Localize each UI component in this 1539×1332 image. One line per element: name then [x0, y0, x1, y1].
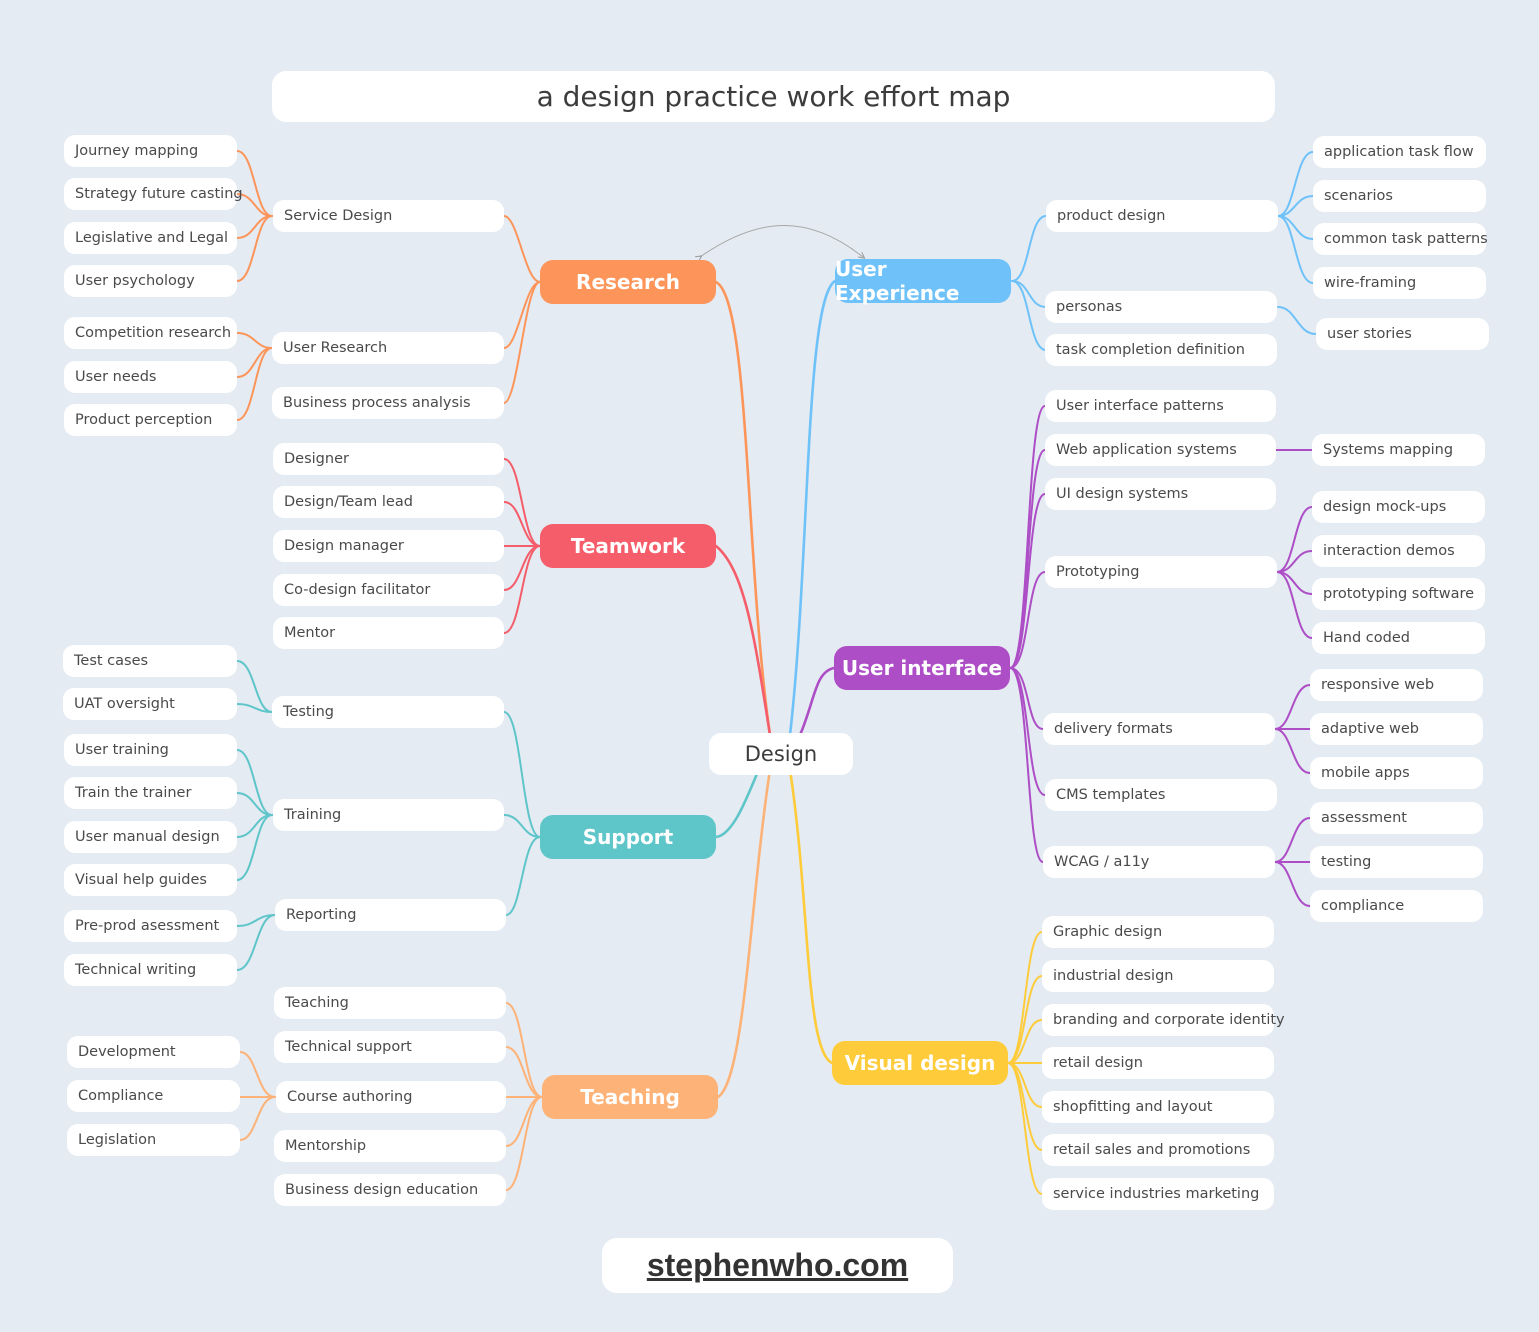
node-design-mock-ups[interactable]: design mock-ups [1312, 491, 1485, 523]
node-business-process-analysis[interactable]: Business process analysis [272, 387, 504, 419]
node-branding-corporate-identity[interactable]: branding and corporate identity [1042, 1004, 1285, 1036]
node-retail-design[interactable]: retail design [1042, 1047, 1274, 1079]
node-task-completion-definition[interactable]: task completion definition [1045, 334, 1277, 366]
node-legislative-and-legal[interactable]: Legislative and Legal [64, 222, 237, 254]
node-adaptive-web[interactable]: adaptive web [1310, 713, 1483, 745]
node-ui-design-systems[interactable]: UI design systems [1045, 478, 1276, 510]
node-mentor[interactable]: Mentor [273, 617, 504, 649]
website-link[interactable]: stephenwho.com [646, 1247, 909, 1283]
node-hand-coded[interactable]: Hand coded [1312, 622, 1485, 654]
branch-user-experience[interactable]: User Experience [835, 257, 1011, 305]
node-product-design[interactable]: product design [1046, 200, 1278, 232]
node-user-training[interactable]: User training [64, 734, 237, 766]
node-personas[interactable]: personas [1045, 291, 1277, 323]
node-web-application-systems[interactable]: Web application systems [1045, 434, 1276, 466]
node-shopfitting-and-layout[interactable]: shopfitting and layout [1042, 1091, 1274, 1123]
node-product-perception[interactable]: Product perception [64, 404, 237, 436]
node-service-industries-marketing[interactable]: service industries marketing [1042, 1178, 1274, 1210]
node-mobile-apps[interactable]: mobile apps [1310, 757, 1483, 789]
node-ui-patterns[interactable]: User interface patterns [1045, 390, 1276, 422]
node-industrial-design[interactable]: industrial design [1042, 960, 1274, 992]
node-systems-mapping[interactable]: Systems mapping [1312, 434, 1485, 466]
node-wire-framing[interactable]: wire-framing [1313, 267, 1486, 299]
node-cms-templates[interactable]: CMS templates [1045, 779, 1277, 811]
node-user-needs[interactable]: User needs [64, 361, 237, 393]
node-teaching[interactable]: Teaching [274, 987, 506, 1019]
central-topic[interactable]: Design [709, 733, 853, 775]
node-delivery-formats[interactable]: delivery formats [1043, 713, 1275, 745]
node-prototyping[interactable]: Prototyping [1045, 556, 1277, 588]
node-development[interactable]: Development [67, 1036, 240, 1068]
node-train-the-trainer[interactable]: Train the trainer [64, 777, 237, 809]
node-user-stories[interactable]: user stories [1316, 318, 1489, 350]
node-co-design-facilitator[interactable]: Co-design facilitator [273, 574, 504, 606]
node-designer[interactable]: Designer [273, 443, 504, 475]
branch-teamwork[interactable]: Teamwork [540, 524, 716, 568]
node-compliance[interactable]: Compliance [67, 1080, 240, 1112]
node-responsive-web[interactable]: responsive web [1310, 669, 1483, 701]
node-assessment[interactable]: assessment [1310, 802, 1483, 834]
node-design-manager[interactable]: Design manager [273, 530, 504, 562]
branch-support[interactable]: Support [540, 815, 716, 859]
node-application-task-flow[interactable]: application task flow [1313, 136, 1486, 168]
node-technical-writing[interactable]: Technical writing [64, 954, 237, 986]
node-business-design-education[interactable]: Business design education [274, 1174, 506, 1206]
node-service-design[interactable]: Service Design [273, 200, 504, 232]
branch-visual-design[interactable]: Visual design [832, 1041, 1008, 1085]
node-graphic-design[interactable]: Graphic design [1042, 916, 1274, 948]
branch-research[interactable]: Research [540, 260, 716, 304]
node-scenarios[interactable]: scenarios [1313, 180, 1486, 212]
node-common-task-patterns[interactable]: common task patterns [1313, 223, 1488, 255]
node-interaction-demos[interactable]: interaction demos [1312, 535, 1485, 567]
node-retail-sales-promotions[interactable]: retail sales and promotions [1042, 1134, 1274, 1166]
node-course-authoring[interactable]: Course authoring [276, 1081, 506, 1113]
node-journey-mapping[interactable]: Journey mapping [64, 135, 237, 167]
node-training[interactable]: Training [273, 799, 504, 831]
node-wcag-a11y[interactable]: WCAG / a11y [1043, 846, 1275, 878]
map-title: a design practice work effort map [272, 71, 1275, 122]
node-user-manual-design[interactable]: User manual design [64, 821, 237, 853]
node-technical-support[interactable]: Technical support [274, 1031, 506, 1063]
node-legislation[interactable]: Legislation [67, 1124, 240, 1156]
node-user-research[interactable]: User Research [272, 332, 504, 364]
node-compliance-a11y[interactable]: compliance [1310, 890, 1483, 922]
node-strategy-future-casting[interactable]: Strategy future casting [64, 178, 243, 210]
node-pre-prod-assessment[interactable]: Pre-prod asessment [64, 910, 237, 942]
node-testing[interactable]: Testing [272, 696, 504, 728]
node-uat-oversight[interactable]: UAT oversight [63, 688, 237, 720]
node-design-team-lead[interactable]: Design/Team lead [273, 486, 504, 518]
branch-user-interface[interactable]: User interface [834, 646, 1010, 690]
node-test-cases[interactable]: Test cases [63, 645, 237, 677]
node-visual-help-guides[interactable]: Visual help guides [64, 864, 237, 896]
node-testing-a11y[interactable]: testing [1310, 846, 1483, 878]
branch-teaching[interactable]: Teaching [542, 1075, 718, 1119]
footer-banner: stephenwho.com [602, 1238, 953, 1293]
node-mentorship[interactable]: Mentorship [274, 1130, 506, 1162]
node-competition-research[interactable]: Competition research [64, 317, 237, 349]
node-prototyping-software[interactable]: prototyping software [1312, 578, 1485, 610]
relationship-arrow [700, 225, 863, 258]
node-reporting[interactable]: Reporting [275, 899, 506, 931]
node-user-psychology[interactable]: User psychology [64, 265, 237, 297]
